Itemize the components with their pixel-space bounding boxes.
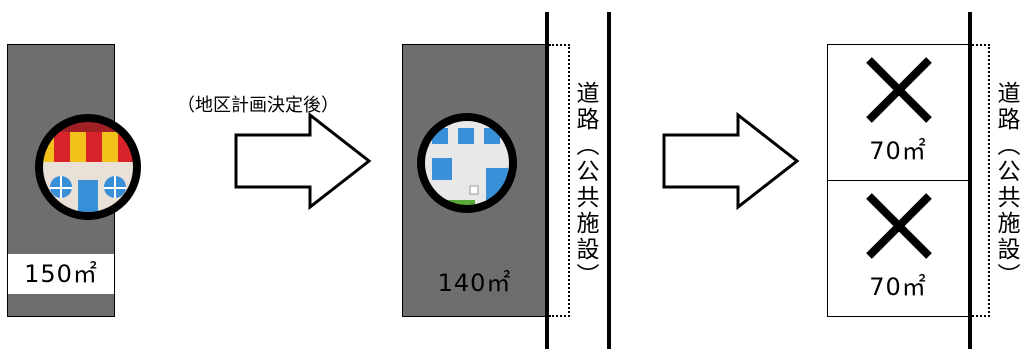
- road-edge-right-2: [607, 12, 611, 349]
- road-boundary-3: [972, 44, 990, 317]
- lot-split-lower-area-label: 70㎡: [869, 273, 927, 301]
- cross-icon: [866, 57, 932, 123]
- right-arrow-icon: [234, 111, 372, 211]
- right-arrow-icon: [662, 111, 800, 211]
- road-edge-3: [968, 12, 972, 349]
- lot-split-upper-area-label: 70㎡: [869, 137, 927, 165]
- caption-after-district-plan: （地区計画決定後）: [177, 95, 339, 116]
- road-label-2: 道 路 ︵ 公 共 施 設 ︶: [576, 81, 600, 289]
- cross-icon: [866, 193, 932, 259]
- lot-split-upper: 70㎡: [827, 44, 969, 181]
- road-label-3: 道 路 ︵ 公 共 施 設 ︶: [997, 81, 1021, 289]
- road-edge-left-2: [545, 12, 549, 349]
- lot-before-area-label: 150㎡: [8, 254, 114, 294]
- lot-after: 140㎡: [402, 44, 547, 317]
- lot-after-area-label: 140㎡: [437, 269, 512, 297]
- lot-before: 150㎡: [7, 44, 115, 317]
- lot-split-lower: 70㎡: [827, 180, 969, 317]
- road-boundary-2: [549, 44, 570, 317]
